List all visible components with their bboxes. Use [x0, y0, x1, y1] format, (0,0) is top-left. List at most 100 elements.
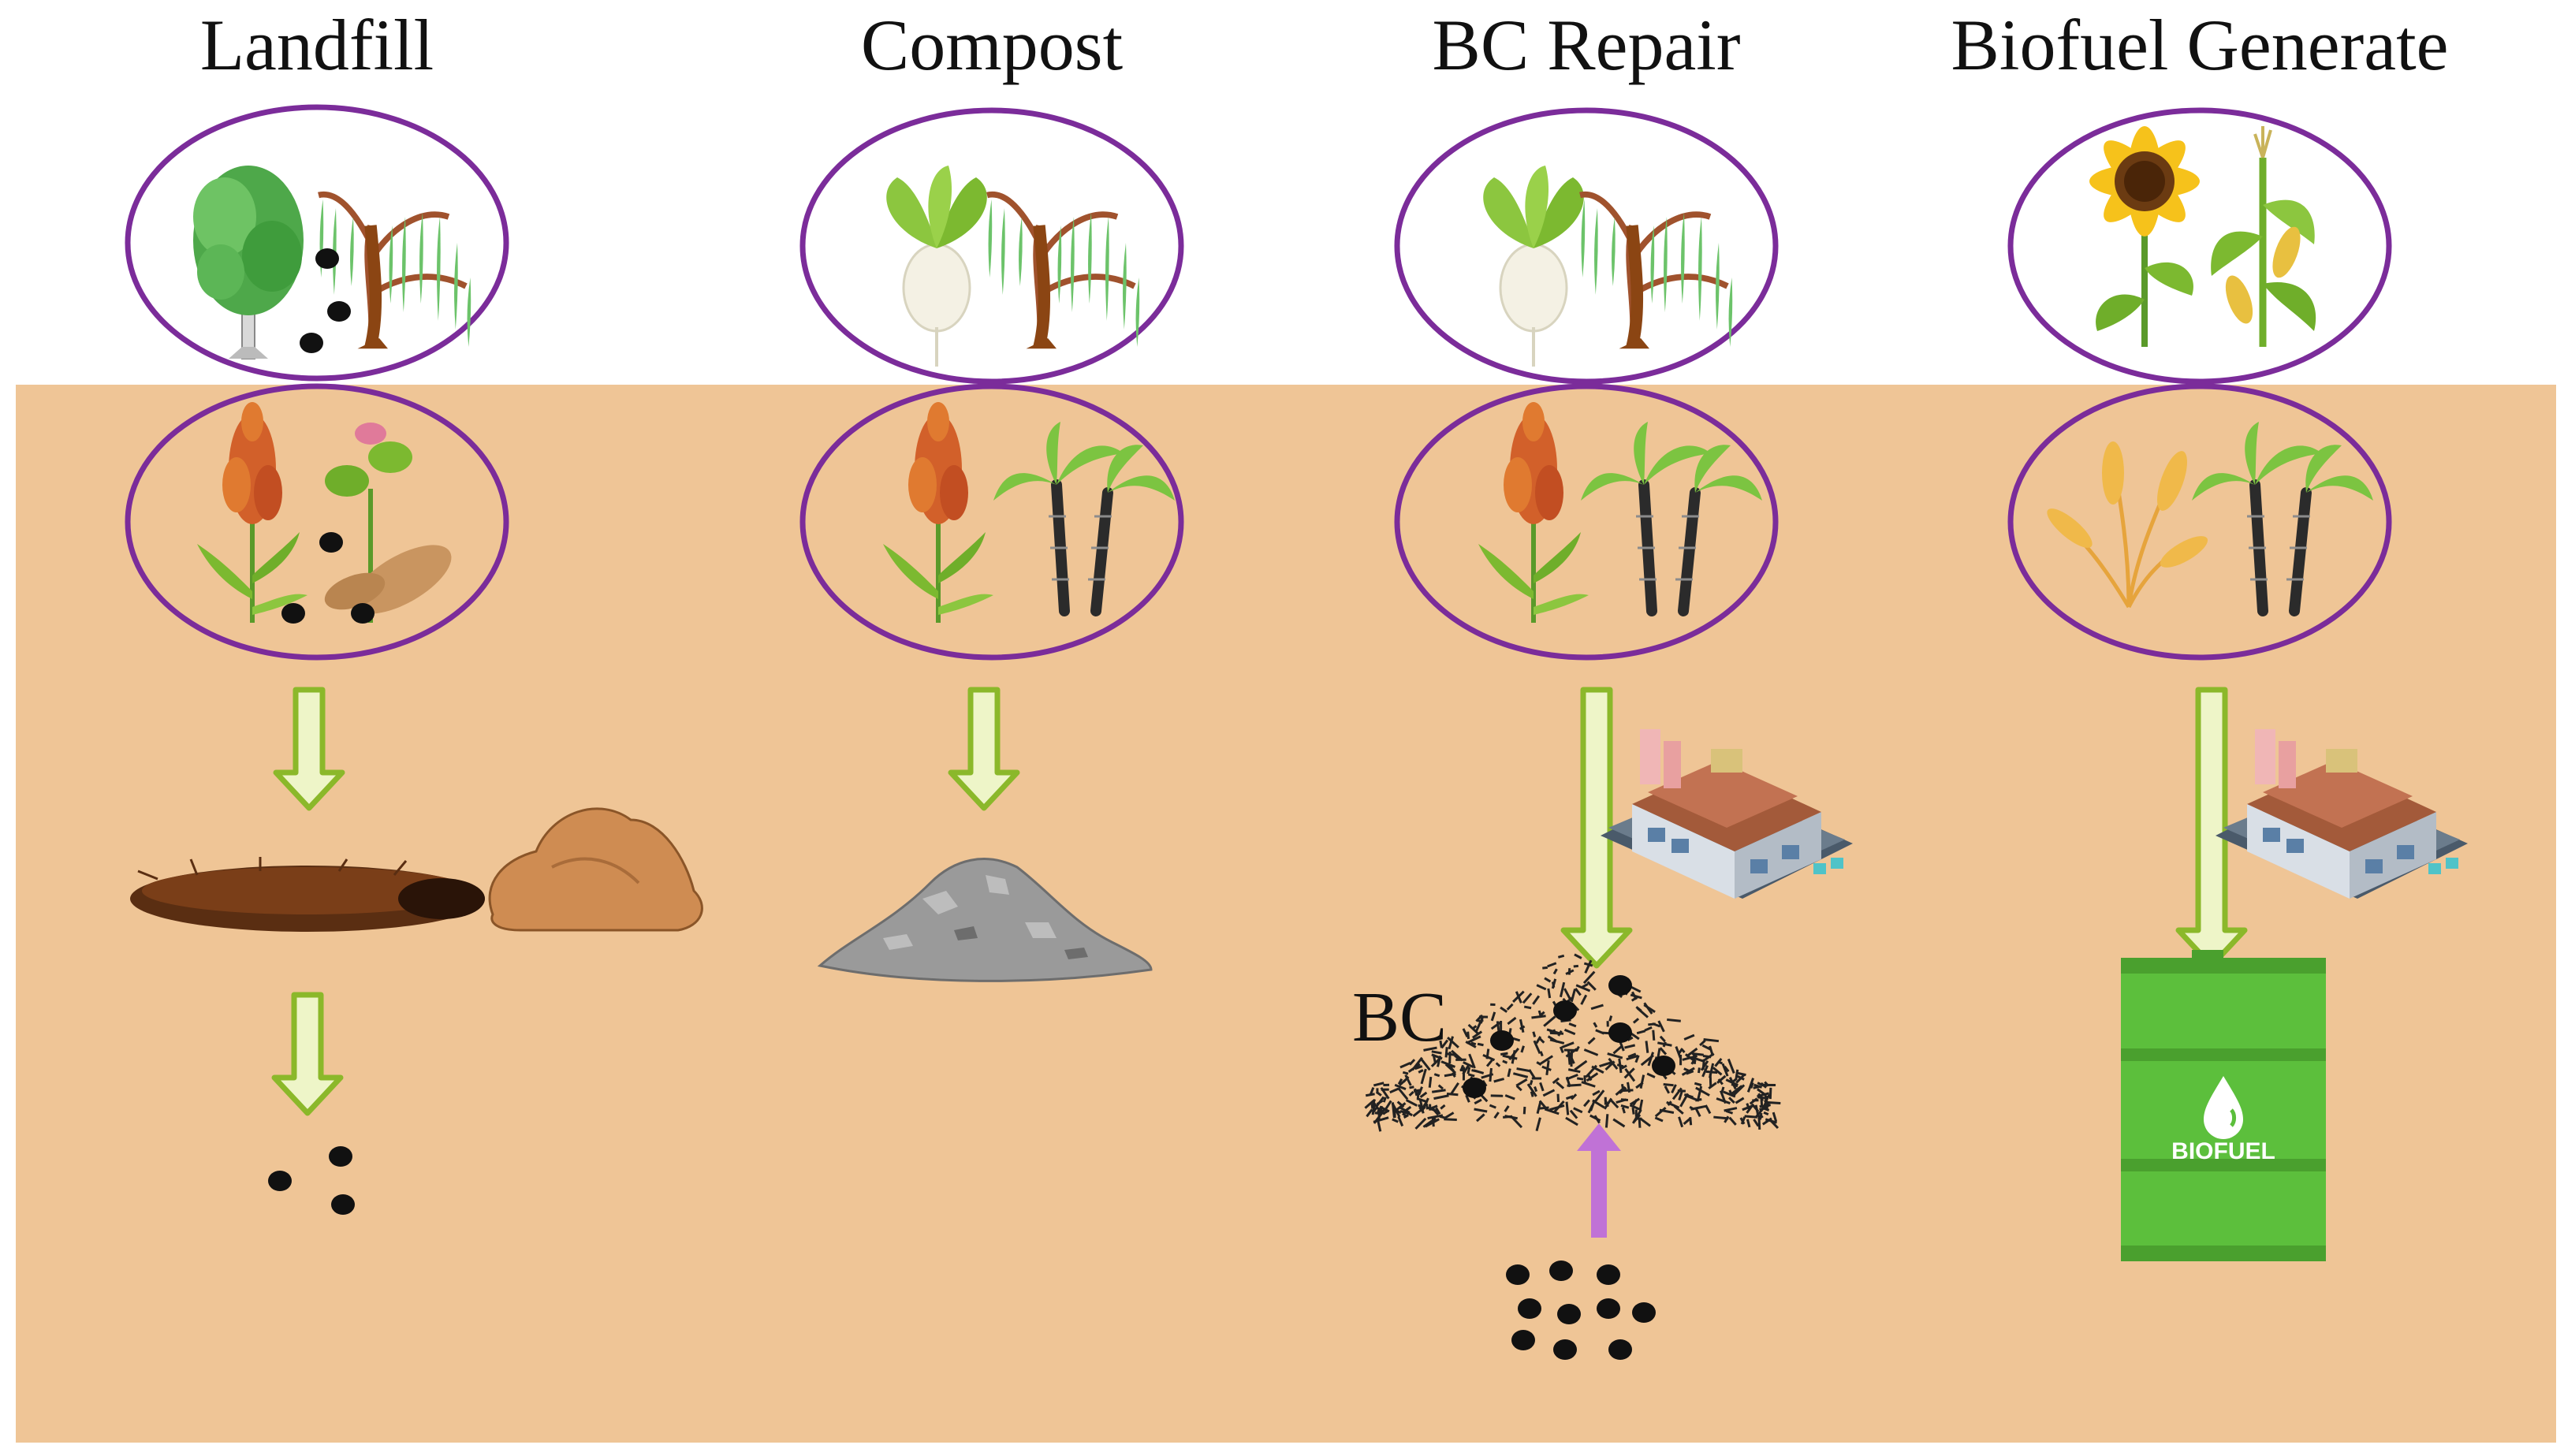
biochar-fragment [1624, 1044, 1636, 1049]
biochar-fragment [1630, 993, 1642, 1000]
biochar-fragment [1703, 1037, 1720, 1043]
biochar-fragment [1746, 1119, 1751, 1128]
biochar-fragment [1397, 1115, 1404, 1127]
biochar-fragment [1467, 1073, 1475, 1078]
biochar-fragment [1697, 1085, 1703, 1100]
biochar-fragment [1582, 983, 1589, 989]
biochar-fragment [1397, 1078, 1403, 1085]
biochar-fragment [1534, 1086, 1538, 1093]
biochar-fragment [1538, 1100, 1548, 1110]
biochar-fragment [1444, 1072, 1456, 1078]
biochar-fragment [1693, 1054, 1697, 1064]
biochar-fragment [1405, 1099, 1418, 1107]
biochar-fragment [1530, 1091, 1534, 1097]
corn-icon [2211, 126, 2316, 347]
biochar-label: BC [1352, 978, 1447, 1056]
biochar-fragment [1575, 984, 1591, 992]
biochar-fragment [1633, 1114, 1642, 1123]
biochar-fragment [1365, 1093, 1375, 1097]
biochar-fragment [1627, 1082, 1631, 1093]
sunflower-icon [2089, 126, 2200, 347]
biochar-fragment [1563, 1028, 1576, 1036]
biochar-fragment [1701, 1065, 1709, 1078]
biochar-fragment [1561, 1041, 1575, 1048]
biochar-fragment [1403, 1114, 1409, 1119]
biochar-fragment [1371, 1099, 1377, 1107]
biochar-fragment [1639, 1074, 1645, 1089]
contaminant-dot [315, 248, 339, 269]
biochar-fragment [1414, 1117, 1427, 1130]
biochar-fragment [1551, 981, 1556, 988]
biochar-fragment [1654, 1116, 1664, 1123]
biochar-fragment [1399, 1079, 1407, 1086]
biochar-fragment [1515, 991, 1522, 1004]
biochar-fragment [1543, 1015, 1556, 1027]
biochar-fragment [1399, 1107, 1411, 1114]
contaminant-dot [1652, 1056, 1675, 1076]
contaminant-dot [1557, 1304, 1581, 1324]
biochar-fragment [1512, 1072, 1529, 1078]
biochar-fragment [1520, 1045, 1525, 1053]
biochar-fragment [1640, 1118, 1651, 1127]
biochar-fragment [1440, 1104, 1446, 1110]
biochar-fragment [1516, 1067, 1531, 1073]
biochar-fragment [1468, 1053, 1476, 1069]
biochar-fragment [1557, 954, 1565, 959]
biochar-fragment [1702, 1055, 1712, 1059]
biochar-fragment [1471, 1030, 1483, 1039]
biochar-fragment [1504, 1105, 1510, 1112]
title-compost: Compost [861, 5, 1124, 85]
biochar-fragment [1557, 1030, 1563, 1037]
biochar-fragment [1485, 1048, 1490, 1059]
compost-upper-ellipse [799, 107, 1184, 385]
biochar-fragment [1431, 1050, 1442, 1055]
contaminant-dot [1597, 1298, 1620, 1319]
biochar-fragment [1515, 1085, 1522, 1092]
biochar-fragment [1712, 1067, 1723, 1076]
biochar-fragment [1489, 1067, 1493, 1082]
biochar-fragment [1419, 1091, 1428, 1099]
biochar-fragment [1366, 1108, 1373, 1118]
biochar-fragment [1599, 1061, 1612, 1068]
biochar-fragment [1493, 1112, 1500, 1119]
contaminant-dot [1597, 1264, 1620, 1285]
drum-label: BIOFUEL [2171, 1138, 2275, 1164]
biochar-fragment [1724, 1065, 1730, 1073]
biochar-fragment [1547, 988, 1552, 999]
biochar-fragment [1716, 1097, 1731, 1105]
biochar-fragment [1535, 1036, 1542, 1045]
biochar-fragment [1659, 1035, 1666, 1043]
biochar-fragment [1731, 1084, 1746, 1097]
biochar-fragment [1583, 1099, 1590, 1108]
landfill-upper-ellipse [125, 104, 509, 382]
biochar-fragment [1714, 1058, 1723, 1067]
biochar-fragment [1531, 1015, 1546, 1019]
contaminant-dot [1518, 1298, 1541, 1319]
biochar-fragment [1574, 987, 1582, 996]
biochar-fragment [1607, 1052, 1623, 1059]
biochar-fragment [1373, 1082, 1384, 1087]
biochar-fragment [1567, 1049, 1571, 1065]
biochar-fragment [1621, 1107, 1626, 1114]
biochar-fragment [1709, 1074, 1712, 1088]
biochar-fragment [1593, 1089, 1605, 1104]
biochar-fragment [1433, 1094, 1449, 1100]
biochar-fragment [1635, 1006, 1642, 1012]
biochar-fragment [1761, 1103, 1769, 1110]
biochar-fragment [1440, 1060, 1456, 1068]
contaminant-dot [1608, 1339, 1632, 1360]
biochar-fragment [1431, 1089, 1446, 1093]
biochar-fragment [1757, 1082, 1765, 1087]
biochar-fragment [1364, 1099, 1375, 1109]
biochar-fragment [1466, 1031, 1470, 1040]
biochar-fragment [1694, 1082, 1702, 1087]
biochar-fragment [1638, 1119, 1642, 1128]
biochar-fragment [1619, 1086, 1627, 1094]
biochar-fragment [1686, 1047, 1698, 1058]
compost-pile-icon [817, 858, 1153, 982]
contaminant-dot [319, 532, 343, 553]
biochar-fragment [1705, 1070, 1718, 1074]
biochar-fragment [1629, 1104, 1642, 1112]
biochar-fragment [1568, 1022, 1577, 1028]
